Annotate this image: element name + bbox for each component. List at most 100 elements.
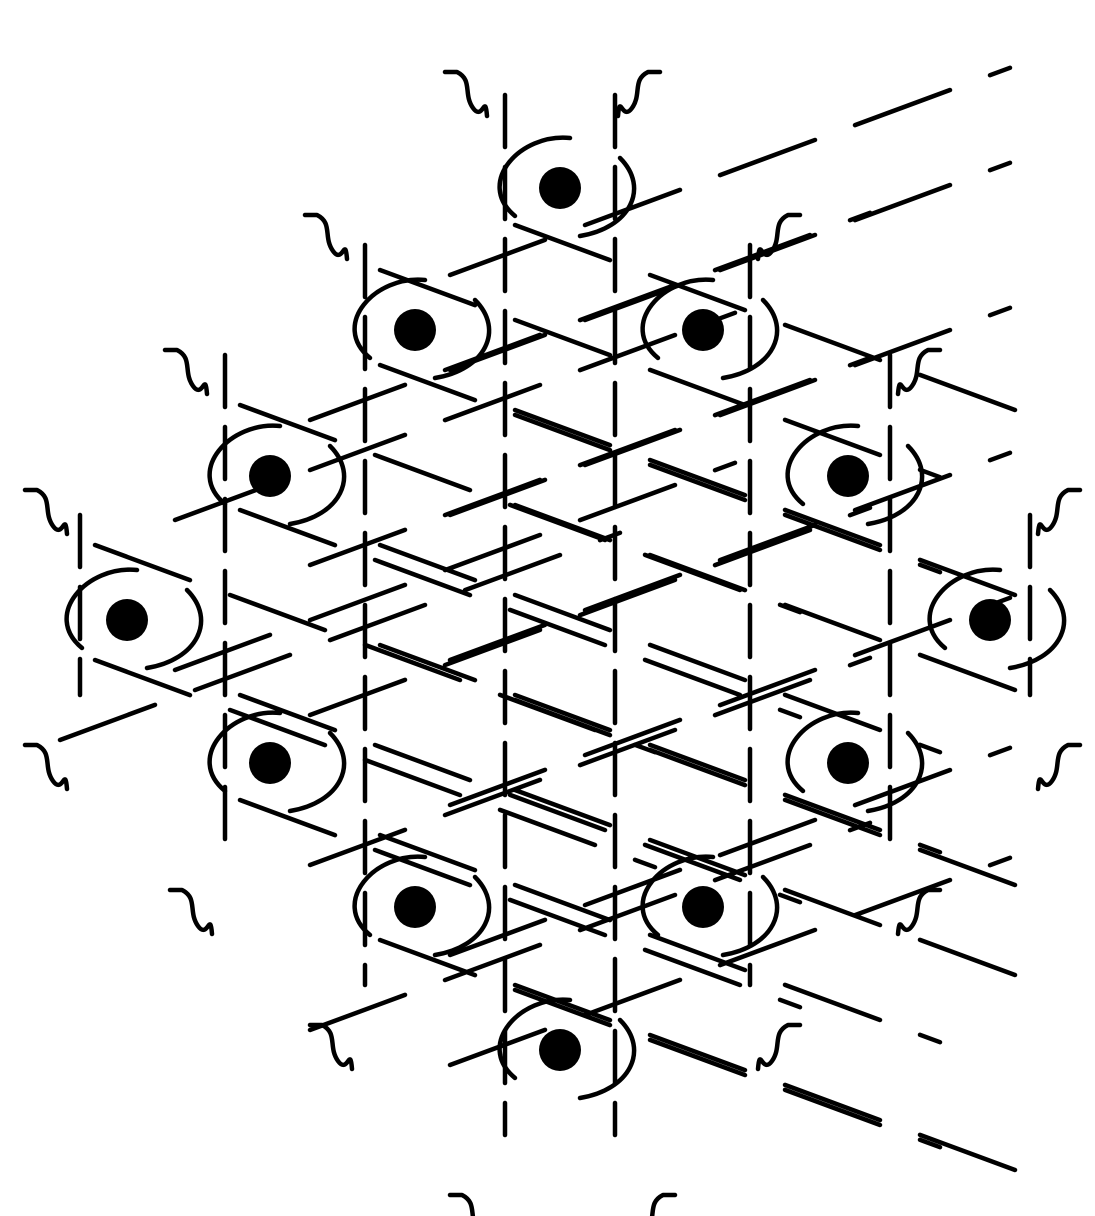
- diagonal-strand-down-3: [510, 610, 605, 645]
- diagonal-strand-up-1: [175, 635, 270, 670]
- diagonal-strand-down-10: [380, 835, 475, 870]
- diagonal-strand-down-17: [920, 1135, 1015, 1170]
- diagonal-strand-up-0: [465, 555, 560, 590]
- diagonal-strand-down-14: [515, 505, 610, 540]
- diagonal-strand-up-11: [585, 575, 680, 610]
- diagonal-strand-down-1: [635, 860, 655, 867]
- diagonal-strand-up-4: [850, 658, 870, 665]
- diagonal-strand-down-16: [920, 940, 1015, 975]
- diagonal-strand-up-7: [310, 385, 405, 420]
- diagonal-strand-up-11: [855, 475, 950, 510]
- boundary-tail-14: [450, 1195, 492, 1216]
- diagonal-strand-up-5: [310, 680, 405, 715]
- diagonal-strand-up-2: [580, 335, 675, 370]
- diagonal-strand-down-12: [920, 375, 1015, 410]
- diagonal-strand-up-12: [720, 380, 815, 415]
- diagonal-strand-up-8: [585, 980, 680, 1015]
- diagonal-strand-up-2: [310, 435, 405, 470]
- marker-loop-right-11: [580, 1020, 634, 1098]
- diagonal-strand-up-0: [195, 655, 290, 690]
- boundary-tail-10: [170, 890, 212, 934]
- diagonal-strand-down-13: [920, 560, 1015, 595]
- diagonal-strand-up-10: [450, 770, 545, 805]
- diagonal-strand-down-7: [515, 415, 610, 450]
- diagonal-strand-down-7: [650, 465, 745, 500]
- boundary-tail-8: [25, 745, 67, 789]
- diagonal-strand-up-4: [445, 780, 540, 815]
- diagonal-strand-down-8: [515, 595, 610, 630]
- marker-loop-right-7: [290, 733, 344, 811]
- diagonal-strand-down-15: [920, 850, 1015, 885]
- diagonal-strand-down-2: [240, 405, 335, 440]
- diagonal-strand-down-12: [785, 325, 880, 360]
- diagonal-strand-down-8: [920, 745, 940, 752]
- diagonal-strand-down-10: [920, 1035, 940, 1042]
- diagonal-strand-up-11: [450, 625, 545, 660]
- marker-loop-right-6: [1010, 590, 1064, 668]
- diagonal-strand-down-8: [650, 645, 745, 680]
- diagonal-strand-down-15: [650, 750, 745, 785]
- diagonal-strand-down-13: [785, 510, 880, 545]
- diagonal-strand-down-14: [920, 655, 1015, 690]
- diagonal-strand-down-15: [515, 700, 610, 735]
- diagonal-strand-down-10: [785, 985, 880, 1020]
- boundary-tail-15: [633, 1195, 675, 1216]
- marker-dot-11: [539, 1029, 581, 1071]
- diagonal-strand-down-3: [780, 710, 800, 717]
- boundary-tail-7: [1038, 490, 1080, 534]
- marker-loop-right-3: [290, 446, 344, 524]
- diagonal-strand-up-11: [990, 453, 1010, 460]
- marker-dot-0: [539, 167, 581, 209]
- diagonal-strand-up-14: [450, 240, 545, 275]
- marker-dot-1: [394, 309, 436, 351]
- boundary-tail-9: [1038, 745, 1080, 789]
- diagonal-strand-up-1: [445, 535, 540, 570]
- diagonal-strand-down-2: [375, 455, 470, 490]
- marker-dot-6: [969, 599, 1011, 641]
- diagonal-strand-down-13: [515, 410, 610, 445]
- diagonal-strand-up-14: [990, 68, 1010, 75]
- marker-dot-2: [682, 309, 724, 351]
- diagonal-strand-up-14: [855, 90, 950, 125]
- boundary-tail-13: [758, 1025, 800, 1069]
- diagonal-strand-up-12: [855, 330, 950, 365]
- diagonal-strand-up-1: [310, 585, 405, 620]
- diagonal-strand-down-14: [785, 605, 880, 640]
- boundary-tail-6: [25, 490, 67, 534]
- boundary-tail-2: [305, 215, 347, 259]
- diagonal-strand-down-17: [785, 1085, 880, 1120]
- diagonal-strand-up-5: [580, 580, 675, 615]
- marker-dot-10: [682, 886, 724, 928]
- diagonal-strand-down-16: [785, 890, 880, 925]
- diagonal-strand-up-8: [990, 858, 1010, 865]
- diagonal-strand-up-5: [445, 630, 540, 665]
- diagonal-strand-down-5: [780, 1000, 800, 1007]
- diagonal-strand-down-9: [380, 645, 475, 680]
- diagonal-strand-up-1: [715, 463, 735, 470]
- marker-loop-right-4: [868, 446, 922, 524]
- diagonal-strand-down-17: [650, 1035, 745, 1070]
- boundary-tail-1: [618, 72, 660, 116]
- diagonal-strand-up-14: [720, 140, 815, 175]
- marker-dot-7: [249, 742, 291, 784]
- diagonal-strand-up-8: [855, 880, 950, 915]
- diagonal-strand-up-11: [720, 525, 815, 560]
- diagonal-strand-down-5: [240, 800, 335, 835]
- boundary-tail-3: [758, 215, 800, 259]
- marker-dot-5: [106, 599, 148, 641]
- diagonal-strand-up-5: [715, 530, 810, 565]
- marker-dot-3: [249, 455, 291, 497]
- diagonal-strand-up-0: [330, 605, 425, 640]
- diagonal-strand-down-8: [785, 695, 880, 730]
- marker-dot-8: [827, 742, 869, 784]
- diagonal-strand-down-9: [515, 695, 610, 730]
- boundary-tail-12: [310, 1025, 352, 1069]
- diagonal-strand-up-9: [990, 748, 1010, 755]
- diagonal-strand-down-0: [230, 595, 325, 630]
- diagonal-strand-down-11: [785, 1090, 880, 1125]
- boundary-tail-5: [898, 350, 940, 394]
- diagonal-strand-down-4: [375, 745, 470, 780]
- marker-dot-9: [394, 886, 436, 928]
- boundary-tail-0: [445, 72, 487, 116]
